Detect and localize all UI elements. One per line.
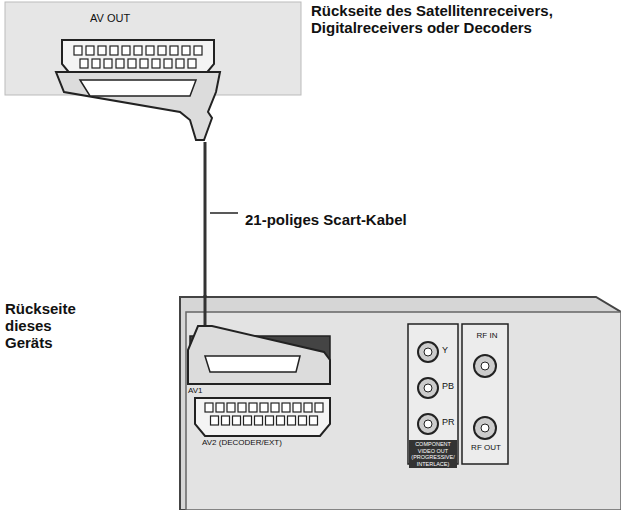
heading: Rückseite dieses Geräts	[5, 300, 100, 351]
cable	[204, 295, 207, 330]
receiver-panel	[5, 2, 301, 95]
scart-socket	[62, 40, 214, 76]
plug-grip	[80, 80, 196, 96]
scart-plug	[56, 72, 220, 140]
port-label: PB	[442, 382, 454, 391]
port-label: AV OUT	[90, 14, 130, 23]
scart-pins	[205, 403, 323, 425]
port-label: Y	[442, 346, 448, 355]
plug-grip	[205, 356, 300, 372]
device-box: Rückseite dieses GerätsAV1AV2 (DECODER/E…	[180, 297, 621, 510]
scart-plug	[188, 326, 330, 384]
cable-label: 21-poliges Scart-Kabel	[243, 211, 409, 228]
scart-cable	[204, 142, 207, 297]
device-housing	[180, 297, 621, 510]
heading: Rückseite des Satellitenreceivers, Digit…	[311, 2, 581, 36]
port-label: PR	[442, 418, 455, 427]
rear-panel	[186, 312, 621, 510]
jacks	[418, 342, 438, 434]
port-label: RF OUT	[466, 443, 506, 452]
receiver-box: AV OUTRückseite des Satellitenreceivers,…	[5, 2, 301, 142]
port-label: AV1	[188, 386, 203, 395]
port-label: AV2 (DECODER/EXT)	[202, 438, 282, 447]
port-label: COMPONENT VIDEO OUT (PROGRESSIVE/ INTERL…	[409, 440, 457, 468]
scart-pins	[74, 46, 202, 68]
leader-line	[210, 212, 238, 214]
rf-panel	[462, 324, 508, 464]
port-label: RF IN	[468, 331, 506, 340]
rf-jacks	[474, 355, 496, 439]
scart-socket	[195, 398, 330, 436]
